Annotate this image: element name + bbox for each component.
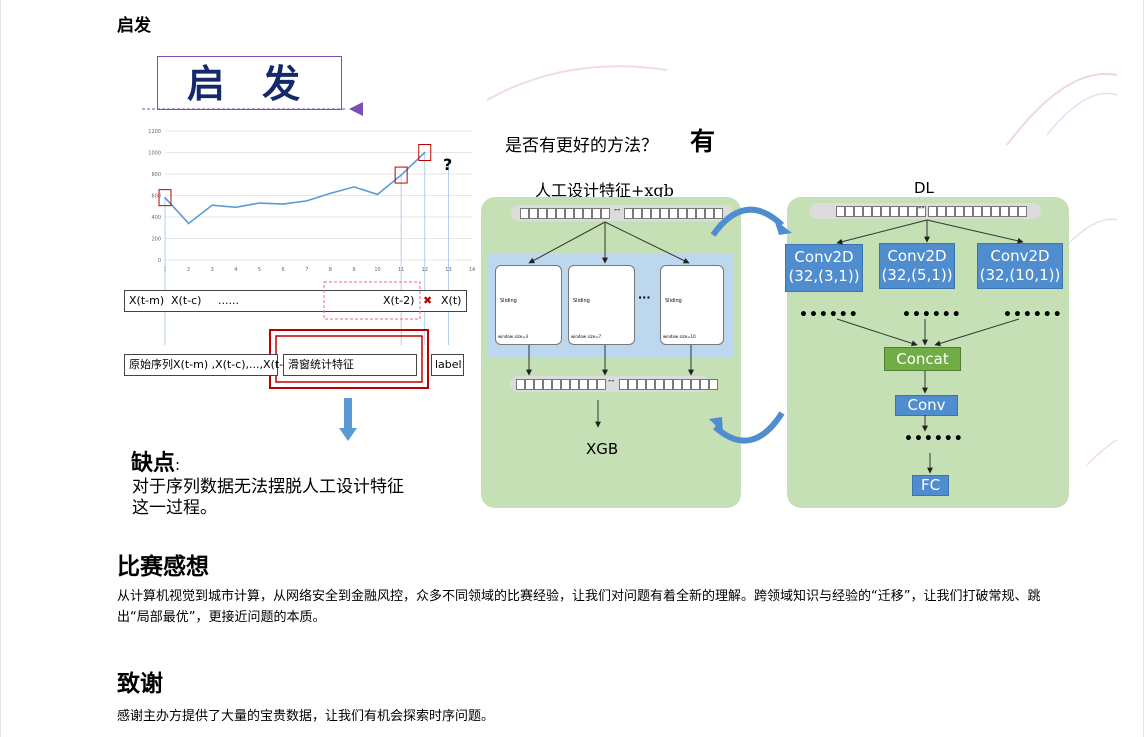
line-chart: 0200400600800100012001234567891011121314 xyxy=(148,129,475,345)
x-tick-label: 14 xyxy=(469,267,475,273)
chart-question-mark: ? xyxy=(443,155,453,174)
y-tick-label: 600 xyxy=(151,194,161,200)
window-feature-box: 滑窗统计特征 xyxy=(283,354,417,376)
conv2d-node-3: Conv2D(32,(10,1)) xyxy=(977,243,1063,289)
label-box: label xyxy=(431,354,464,376)
y-tick-label: 400 xyxy=(151,215,161,221)
thanks-paragraph: 感谢主办方提供了大量的宝贵数据，让我们有机会探索时序问题。 xyxy=(117,709,495,724)
xgb-label: XGB xyxy=(586,440,619,458)
inspiration-title-text: 启 发 xyxy=(186,62,313,106)
data-point xyxy=(423,151,426,154)
window-box-2: Sliding window size=7 xyxy=(568,265,635,345)
conv2d-node-2: Conv2D(32,(5,1)) xyxy=(879,243,955,289)
window-size-label-2: window size=7 xyxy=(571,334,602,339)
sequence-row: X(t-m) X(t-c) ...... X(t-2) ✖ X(t) xyxy=(124,290,467,312)
fc-node: FC xyxy=(912,475,949,496)
conv-node: Conv xyxy=(895,395,958,416)
data-point xyxy=(211,204,214,206)
window-box-1: Sliding window size=3 xyxy=(495,265,562,345)
question-line: 是否有更好的方法？ xyxy=(505,136,658,156)
input-cells-c xyxy=(836,206,926,217)
section-heading-inspiration: 启发 xyxy=(117,16,151,36)
window-feature-text: 滑窗统计特征 xyxy=(288,358,354,371)
drawback-description: 对于序列数据无法摆脱人工设计特征 这一过程。 xyxy=(132,477,404,518)
x-tick-label: 5 xyxy=(258,267,261,273)
reflections-paragraph: 从计算机视觉到城市计算，从网络安全到金融风控，众多不同领域的比赛经验，让我们对问… xyxy=(117,589,1041,625)
input-cells-d xyxy=(928,206,1027,217)
label-text: label xyxy=(435,358,462,371)
x-tick-label: 8 xyxy=(329,267,332,273)
window-box-3: Sliding window size=10 xyxy=(660,265,724,345)
data-point xyxy=(258,202,261,204)
window-size-label-1: window size=3 xyxy=(498,334,529,339)
decorative-swoosh xyxy=(487,65,1117,466)
x-tick-label: 10 xyxy=(374,267,380,273)
seq-ellipsis: ...... xyxy=(218,294,239,307)
left-panel-title: 人工设计特征+xgb xyxy=(535,181,674,200)
input-vector-sep: -- xyxy=(614,205,621,215)
highlight-box xyxy=(394,166,408,184)
sliding-label-1: Sliding xyxy=(500,298,517,304)
window-size-label-3: window size=10 xyxy=(663,334,696,339)
data-point xyxy=(353,186,355,188)
section-heading-reflections: 比赛感想 xyxy=(117,554,209,580)
data-point xyxy=(235,206,237,209)
input-cells-b xyxy=(624,208,723,219)
y-tick-label: 200 xyxy=(151,237,161,243)
cross-icon: ✖ xyxy=(423,294,433,307)
window-dots: ··· xyxy=(638,291,651,304)
input-cells-a xyxy=(520,208,610,219)
raw-sequence-text: 原始序列X(t-m) ,X(t-c),...,X(t-2) xyxy=(129,358,295,371)
conv-dots-4: •••••• xyxy=(904,431,964,447)
x-tick-label: 4 xyxy=(234,267,237,273)
dashed-window-box xyxy=(323,281,421,320)
data-point xyxy=(187,222,190,225)
right-panel-title: DL xyxy=(914,179,934,197)
answer-text: 有 xyxy=(690,127,716,156)
y-tick-label: 800 xyxy=(151,172,161,178)
title-underline xyxy=(142,102,363,116)
data-point xyxy=(164,196,166,199)
data-point xyxy=(329,192,332,195)
down-arrow-icon xyxy=(339,398,357,441)
concat-node: Concat xyxy=(884,347,961,371)
input-vector-sep-right: -- xyxy=(918,203,925,213)
seq-x-t-2: X(t-2) xyxy=(383,294,415,307)
feature-cells-b xyxy=(619,379,718,390)
highlight-box xyxy=(158,189,172,207)
conv2d-node-1: Conv2D(32,(3,1)) xyxy=(785,244,863,292)
feature-cells-a xyxy=(516,379,606,390)
y-tick-label: 1000 xyxy=(148,151,161,157)
conv-dots-1: •••••• xyxy=(799,307,859,323)
inspiration-figure: 启 发 020040060080010001200123456789101112… xyxy=(117,45,1117,525)
data-point xyxy=(282,203,284,205)
sliding-label-2: Sliding xyxy=(573,298,590,304)
seq-x-t-c: X(t-c) xyxy=(171,294,202,307)
diagram-connectors xyxy=(526,206,1024,474)
conv-dots-2: •••••• xyxy=(902,307,962,323)
section-heading-thanks: 致谢 xyxy=(117,671,163,697)
raw-sequence-box: 原始序列X(t-m) ,X(t-c),...,X(t-2) xyxy=(124,354,294,376)
x-tick-label: 7 xyxy=(305,267,308,273)
x-tick-label: 6 xyxy=(281,267,284,273)
x-tick-label: 2 xyxy=(187,267,190,273)
y-tick-label: 0 xyxy=(158,258,161,264)
feature-vector-sep: -- xyxy=(608,376,615,386)
sliding-label-3: Sliding xyxy=(665,298,682,304)
seq-x-t-m: X(t-m) xyxy=(129,294,165,307)
highlight-box xyxy=(418,144,432,161)
seq-x-t: X(t) xyxy=(441,294,462,307)
x-tick-label: 9 xyxy=(352,267,355,273)
inspiration-title-box: 启 发 xyxy=(157,56,342,110)
data-point xyxy=(400,174,402,176)
y-tick-label: 1200 xyxy=(148,129,161,135)
drawback-title: 缺点: xyxy=(131,451,181,476)
x-tick-label: 3 xyxy=(211,267,214,273)
data-point xyxy=(376,193,379,196)
series-line xyxy=(164,151,426,225)
data-point xyxy=(305,200,308,202)
